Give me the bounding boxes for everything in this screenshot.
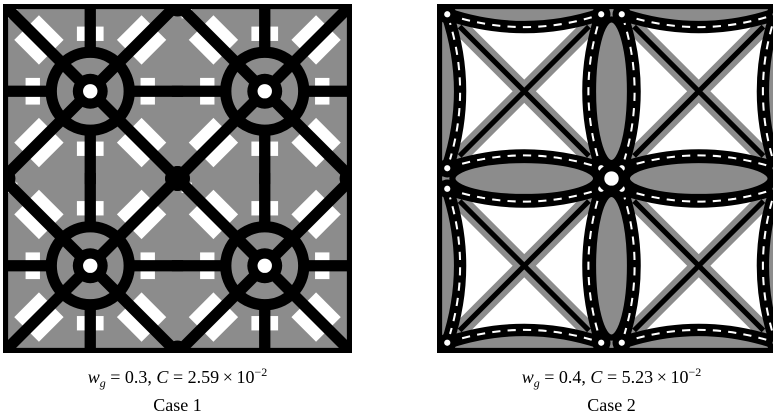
case-2-cell-copy: [613, 180, 773, 352]
compliance-symbol: C: [156, 367, 169, 387]
case-2-topology-pattern: [437, 4, 773, 353]
case-2-panel: wg = 0.4, C = 5.23 × 10−2 Case 2: [437, 4, 773, 416]
compliance-base: 10: [236, 367, 255, 387]
case-1-topology-pattern: [3, 4, 352, 353]
case-2-lenses: [449, 16, 773, 341]
case-1-caption: wg = 0.3, C = 2.59 × 10−2 Case 1: [3, 361, 352, 416]
case-2-parameters: wg = 0.4, C = 5.23 × 10−2: [521, 365, 702, 390]
weight-subscript: g: [99, 376, 106, 390]
compliance-base: 10: [670, 367, 689, 387]
compliance-exponent: −2: [254, 365, 268, 379]
compliance-symbol: C: [590, 367, 603, 387]
weight-subscript: g: [533, 376, 540, 390]
case-2-frame: [437, 4, 773, 353]
case-2-center-node: [597, 164, 626, 193]
compliance-mantissa: 5.23: [621, 367, 654, 387]
case-2-cell: [437, 4, 611, 178]
compliance-exponent: −2: [688, 365, 702, 379]
compliance-mantissa: 2.59: [187, 367, 220, 387]
weight-symbol: w: [87, 367, 100, 387]
case-2-label: Case 2: [587, 395, 636, 415]
weight-value: 0.3: [124, 367, 148, 387]
case-1-frame: [3, 4, 352, 353]
weight-value: 0.4: [558, 367, 582, 387]
weight-symbol: w: [521, 367, 534, 387]
case-1-cell: [3, 4, 190, 191]
case-1-parameters: wg = 0.3, C = 2.59 × 10−2: [87, 365, 268, 390]
case-1-label: Case 1: [153, 395, 202, 415]
case-2-caption: wg = 0.4, C = 5.23 × 10−2 Case 2: [437, 361, 773, 416]
case-2-cell-copy: [613, 5, 773, 177]
case-1-panel: wg = 0.3, C = 2.59 × 10−2 Case 1: [3, 4, 352, 416]
case-2-cell-copy: [438, 180, 610, 352]
